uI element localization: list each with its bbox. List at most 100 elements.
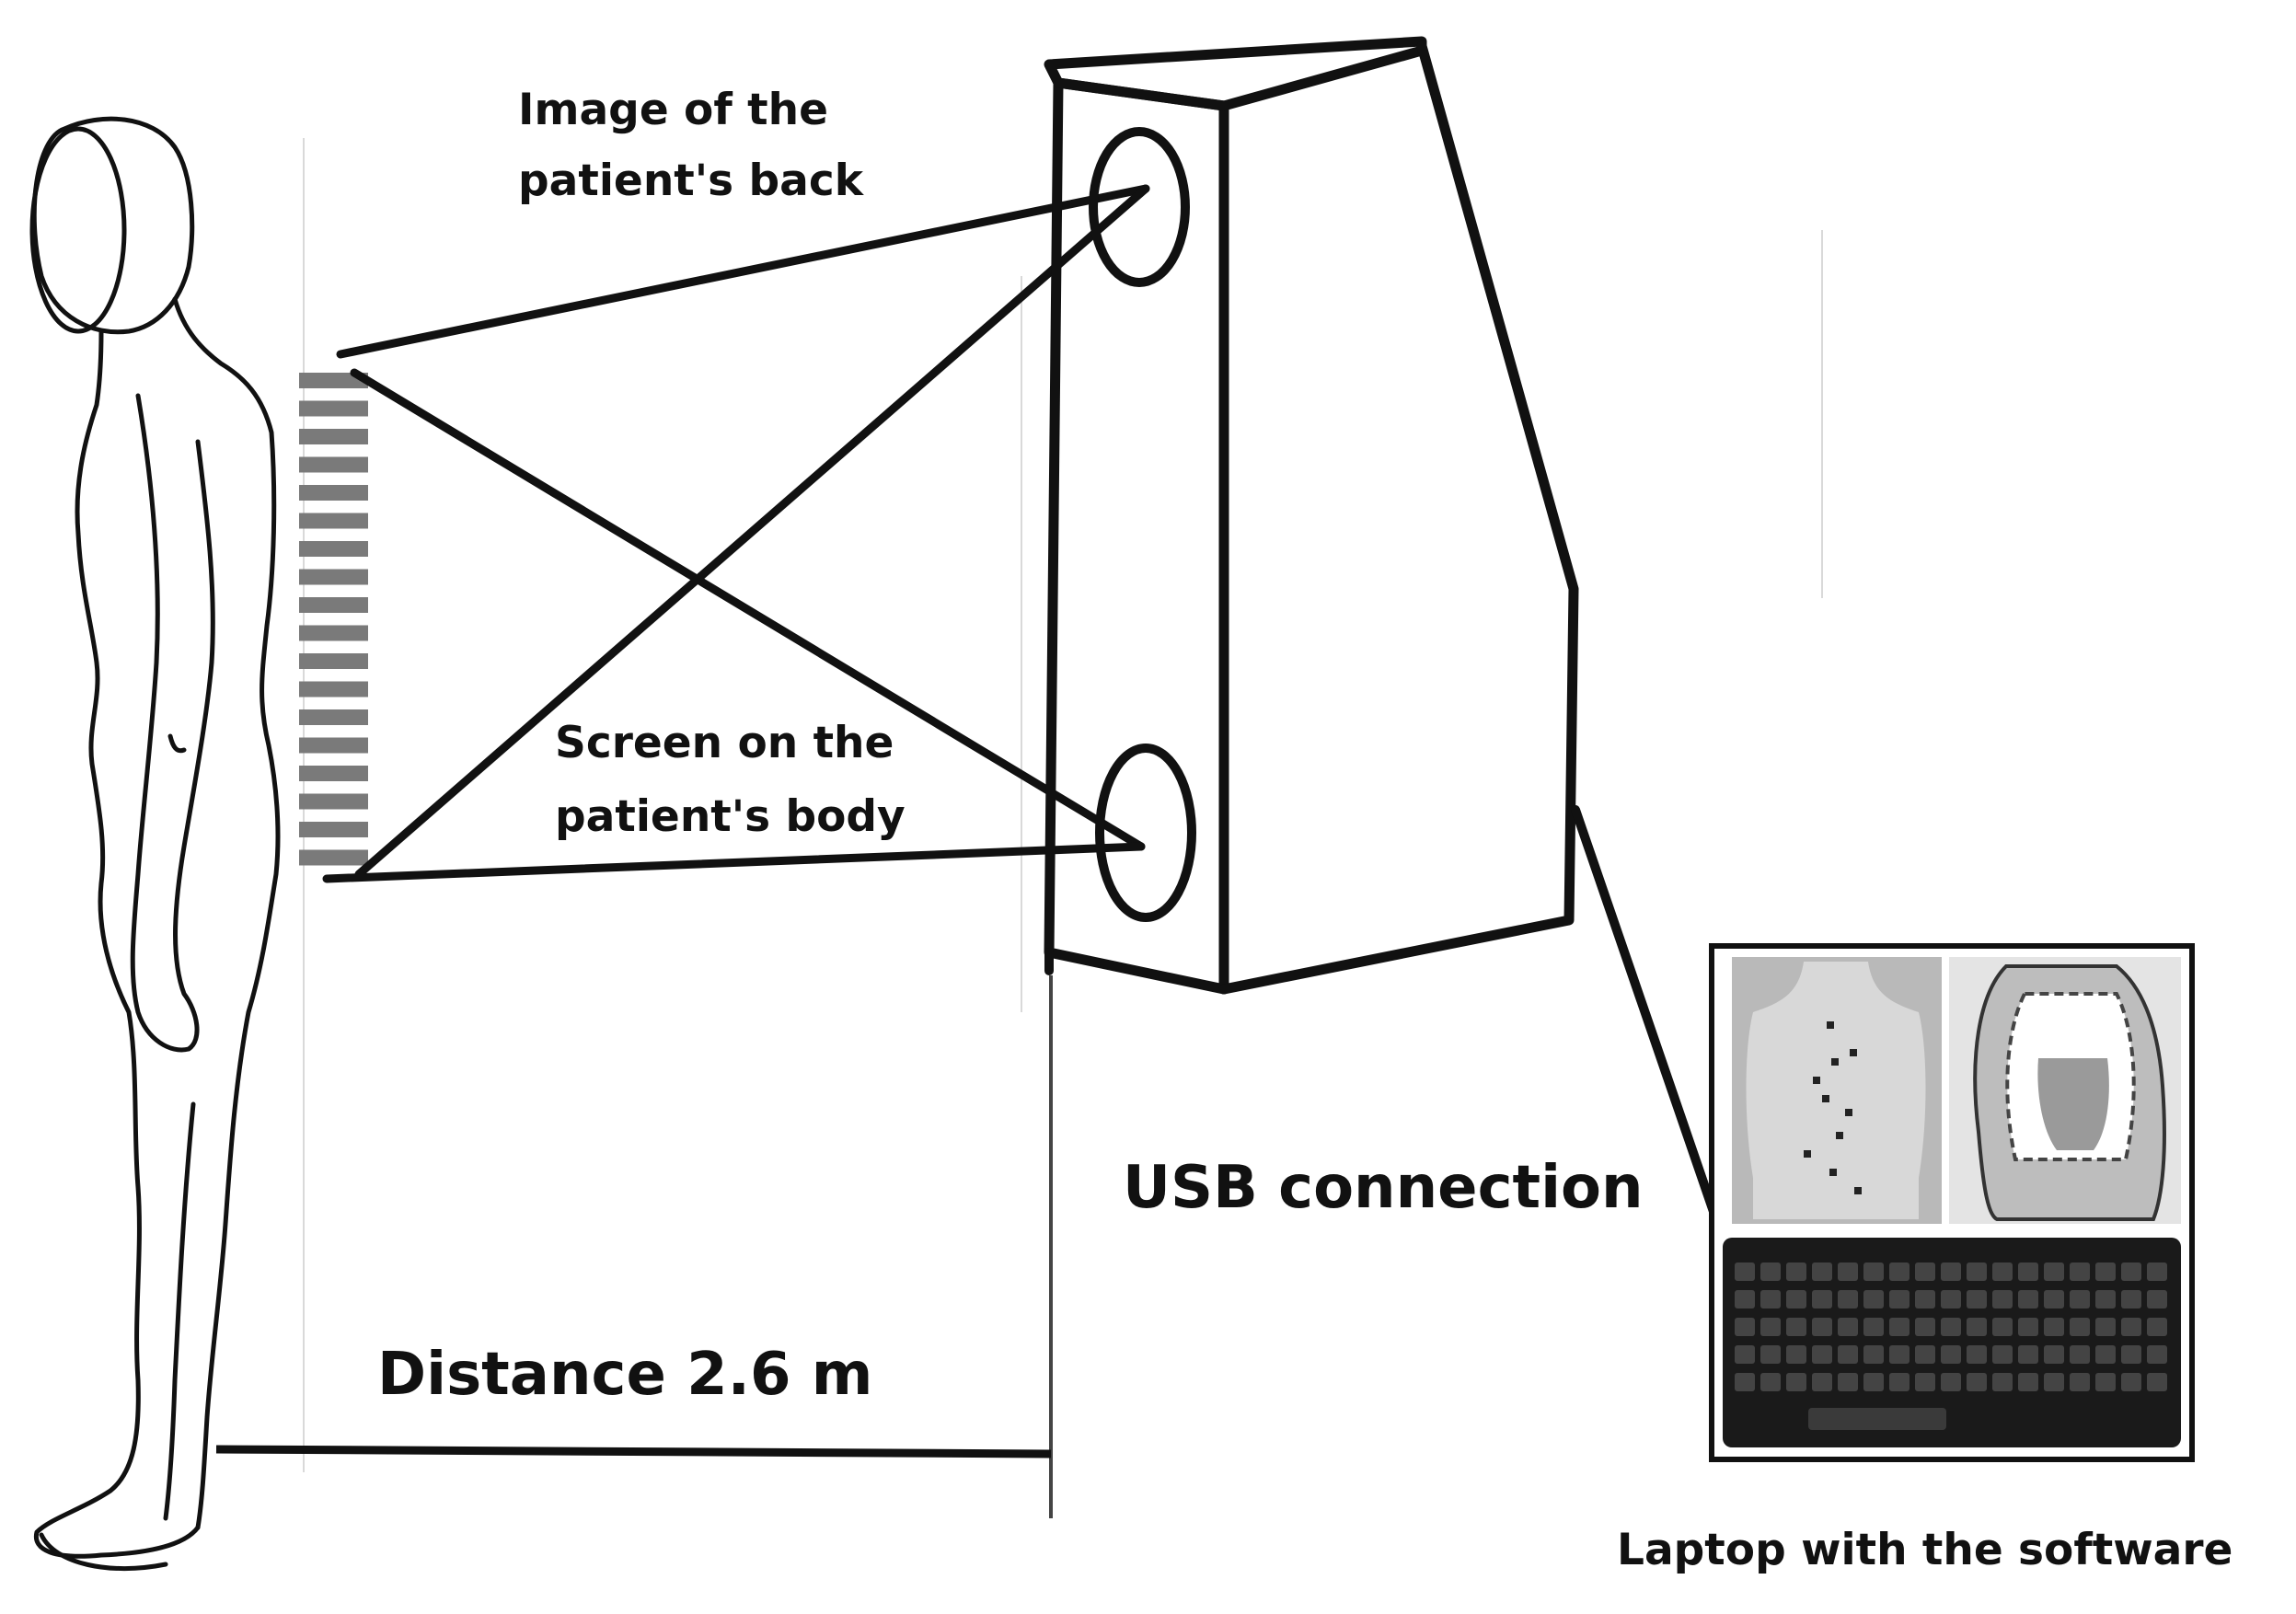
patient-front-outline [33, 329, 201, 1559]
keyboard-key [1889, 1345, 1909, 1364]
keyboard-key [1735, 1345, 1755, 1364]
keyboard-key [1992, 1318, 2013, 1336]
keyboard-key [1941, 1318, 1961, 1336]
label-screen-line1: Screen on the [555, 718, 894, 768]
keyboard-key [1915, 1318, 1935, 1336]
keyboard-key [1735, 1373, 1755, 1391]
patient-rear-leg [163, 1101, 196, 1521]
marker-dot [1850, 1049, 1857, 1056]
screen-stripe [299, 681, 368, 697]
screen-stripe [299, 822, 368, 837]
keyboard-key [1812, 1318, 1832, 1336]
keyboard-key [2095, 1290, 2116, 1308]
laptop [1709, 943, 2195, 1462]
scanner-tower [1044, 36, 1579, 995]
marker-dot [1854, 1187, 1862, 1194]
patient-arm [130, 393, 215, 1053]
tower-lenses [1089, 127, 1196, 922]
keyboard-key [1967, 1373, 1987, 1391]
keyboard-key [1967, 1262, 1987, 1281]
keyboard-key [2044, 1262, 2064, 1281]
keyboard-key [1786, 1290, 1806, 1308]
keyboard-key [1838, 1373, 1858, 1391]
screen-stripe [299, 737, 368, 754]
keyboard-key [2147, 1262, 2167, 1281]
marker-dot [1831, 1058, 1839, 1066]
keyboard-key [2044, 1290, 2064, 1308]
screen-stripe [299, 456, 368, 473]
marker-dot [1804, 1150, 1811, 1158]
keyboard-key [1889, 1290, 1909, 1308]
keyboard-key [1863, 1318, 1884, 1336]
keyboard-key [2095, 1318, 2116, 1336]
screen-stripe [299, 373, 368, 388]
patient-head [31, 116, 195, 335]
keyboard-key [1941, 1373, 1961, 1391]
marker-dot [1836, 1132, 1843, 1139]
marker-dot [1827, 1021, 1834, 1029]
laptop-keyboard [1723, 1238, 2181, 1447]
keyboard-key [2070, 1290, 2090, 1308]
projection-rays [322, 184, 1150, 883]
tower-top-face [1044, 36, 1427, 111]
keyboard-key [1941, 1290, 1961, 1308]
keyboard-key [2070, 1345, 2090, 1364]
label-screen-line2: patient's body [555, 791, 906, 842]
keyboard-key [1915, 1373, 1935, 1391]
keyboard-key [2044, 1318, 2064, 1336]
patient-figure [29, 116, 281, 1572]
spacebar [1808, 1408, 1946, 1430]
keyboard-key [1889, 1373, 1909, 1391]
keyboard-key [1812, 1373, 1832, 1391]
marker-dot [1829, 1169, 1837, 1176]
keyboard-key [1735, 1318, 1755, 1336]
keyboard-key [2095, 1262, 2116, 1281]
keyboard-key [2018, 1262, 2038, 1281]
marker-dot [1813, 1077, 1820, 1084]
screen-stripe [299, 653, 368, 669]
keyboard-key [2147, 1318, 2167, 1336]
label-laptop: Laptop with the software [1617, 1525, 2233, 1575]
keyboard-key [1941, 1345, 1961, 1364]
keyboard-key [1838, 1318, 1858, 1336]
label-image-of-back-line1: Image of the [518, 85, 828, 135]
ray-screen-to-lower-lens [322, 842, 1146, 883]
label-image-of-back-line2: patient's back [518, 156, 865, 206]
keyboard-key [1992, 1290, 2013, 1308]
keyboard-key [2121, 1345, 2141, 1364]
keyboard-key [1812, 1345, 1832, 1364]
upper-lens-icon [1089, 127, 1190, 287]
screen-stripe [299, 400, 368, 417]
keyboard-key [2044, 1345, 2064, 1364]
tower-side-face [1218, 40, 1579, 995]
body-screen [299, 373, 368, 866]
keyboard-key [1992, 1373, 2013, 1391]
keyboard-key [1786, 1262, 1806, 1281]
keyboard-key [2070, 1373, 2090, 1391]
usb-cable [1571, 805, 1725, 1238]
screen-stripe [299, 429, 368, 444]
keyboard-key [1915, 1290, 1935, 1308]
keyboard-key [1786, 1318, 1806, 1336]
keyboard-key [1863, 1373, 1884, 1391]
keyboard-key [1889, 1318, 1909, 1336]
keyboard-key [1735, 1290, 1755, 1308]
keyboard-key [1838, 1290, 1858, 1308]
topography-contour-inner [2037, 1058, 2109, 1150]
keyboard-keys [1735, 1262, 2167, 1391]
keyboard-key [1786, 1345, 1806, 1364]
patient-face-edge [29, 126, 127, 334]
marker-dot [1822, 1095, 1829, 1102]
ray-back-to-upper-lens [336, 184, 1150, 359]
keyboard-key [1967, 1318, 1987, 1336]
keyboard-key [1967, 1290, 1987, 1308]
patient-navel [167, 733, 187, 754]
keyboard-key [1838, 1262, 1858, 1281]
keyboard-key [2121, 1373, 2141, 1391]
keyboard-key [1812, 1290, 1832, 1308]
label-distance: Distance 2.6 m [377, 1341, 872, 1409]
keyboard-key [1760, 1345, 1781, 1364]
keyboard-key [1786, 1373, 1806, 1391]
keyboard-key [2147, 1290, 2167, 1308]
